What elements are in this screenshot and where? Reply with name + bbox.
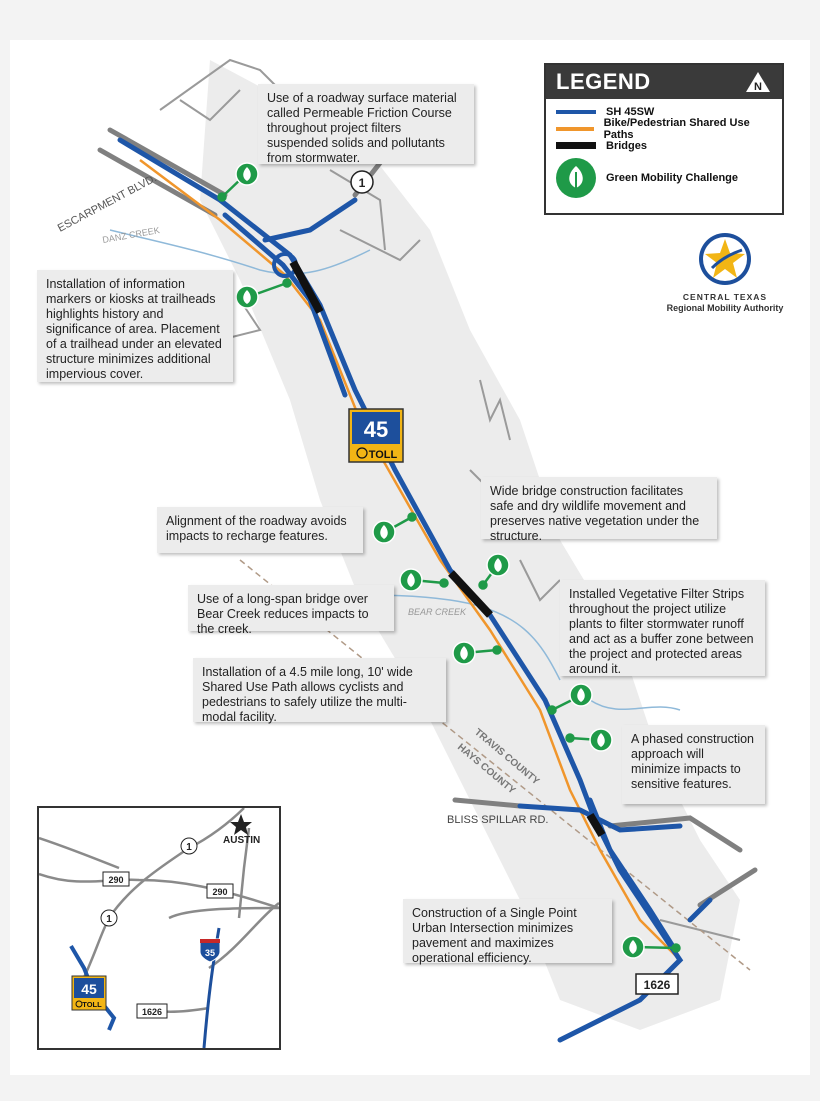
inset-route-1a: 1	[186, 842, 192, 853]
legend-label: SH 45SW	[606, 105, 655, 118]
inset-route-35: 35	[205, 948, 215, 958]
inset-shield-number: 45	[81, 981, 97, 997]
route-1-shield	[350, 170, 374, 194]
callout-shared-use-path: Installation of a 4.5 mile long, 10' wid…	[193, 658, 446, 724]
inset-shield-toll: TOLL	[82, 1000, 102, 1009]
inset-locator-map: AUSTIN 1 1 290 290 35 1626 45 TOLL	[37, 806, 281, 1050]
route-1626-label: 1626	[644, 978, 671, 992]
svg-text:45: 45	[364, 417, 388, 442]
callout-long-span-bridge: Use of a long-span bridge over Bear Cree…	[188, 585, 394, 636]
bear-creek-label: BEAR CREEK	[408, 607, 467, 617]
callout-phased-construction: A phased construction approach will mini…	[622, 725, 765, 804]
callout-spui: Construction of a Single Point Urban Int…	[403, 899, 612, 965]
legend-item-green-mobility: Green Mobility Challenge	[556, 156, 772, 200]
legend-item-bridges: Bridges	[556, 137, 772, 154]
svg-text:N: N	[754, 81, 762, 93]
inset-map-svg: AUSTIN 1 1 290 290 35 1626 45 TOLL	[39, 808, 279, 1048]
inset-route-1b: 1	[106, 914, 112, 925]
callout-wide-bridge: Wide bridge construction facilitates saf…	[481, 477, 717, 543]
sh45-toll-shield: 45 TOLL	[348, 408, 404, 463]
inset-route-290a: 290	[108, 875, 123, 885]
bridges-swatch	[556, 142, 596, 149]
inset-route-1626: 1626	[142, 1007, 162, 1017]
legend-label: Bridges	[606, 139, 647, 152]
legend-title: LEGEND	[556, 69, 651, 94]
legend: LEGEND N SH 45SW Bike/Pedestrian Shared …	[544, 63, 784, 215]
legend-label: Green Mobility Challenge	[606, 172, 739, 184]
bliss-spillar-label: BLISS SPILLAR RD.	[447, 814, 549, 826]
ctrma-logo-text: CENTRAL TEXAS Regional Mobility Authorit…	[660, 292, 790, 314]
logo-line1: CENTRAL TEXAS	[682, 292, 768, 302]
star-logo-icon	[699, 233, 751, 285]
north-arrow-icon: N	[746, 72, 770, 93]
inset-route-290b: 290	[212, 887, 227, 897]
austin-star-icon	[230, 814, 252, 835]
callout-permeable-friction-course: Use of a roadway surface material called…	[258, 84, 474, 165]
legend-item-sh45sw: SH 45SW	[556, 103, 772, 120]
callout-filter-strips: Installed Vegetative Filter Strips throu…	[560, 580, 765, 676]
leaf-icon	[556, 158, 596, 198]
legend-item-bike-path: Bike/Pedestrian Shared Use Paths	[556, 117, 772, 141]
svg-text:TOLL: TOLL	[369, 449, 398, 461]
bike-path-swatch	[556, 126, 594, 131]
route-1626-shield	[635, 973, 679, 995]
callout-alignment: Alignment of the roadway avoids impacts …	[157, 507, 363, 553]
sh45sw-swatch	[556, 109, 596, 114]
callout-information-markers: Installation of information markers or k…	[37, 270, 233, 382]
inset-city-label: AUSTIN	[223, 835, 260, 846]
legend-header: LEGEND N	[546, 65, 782, 99]
logo-line2: Regional Mobility Authority	[666, 303, 784, 313]
route-1-label: 1	[359, 176, 366, 190]
legend-label: Bike/Pedestrian Shared Use Paths	[603, 116, 750, 141]
leaf-markers	[217, 162, 681, 959]
